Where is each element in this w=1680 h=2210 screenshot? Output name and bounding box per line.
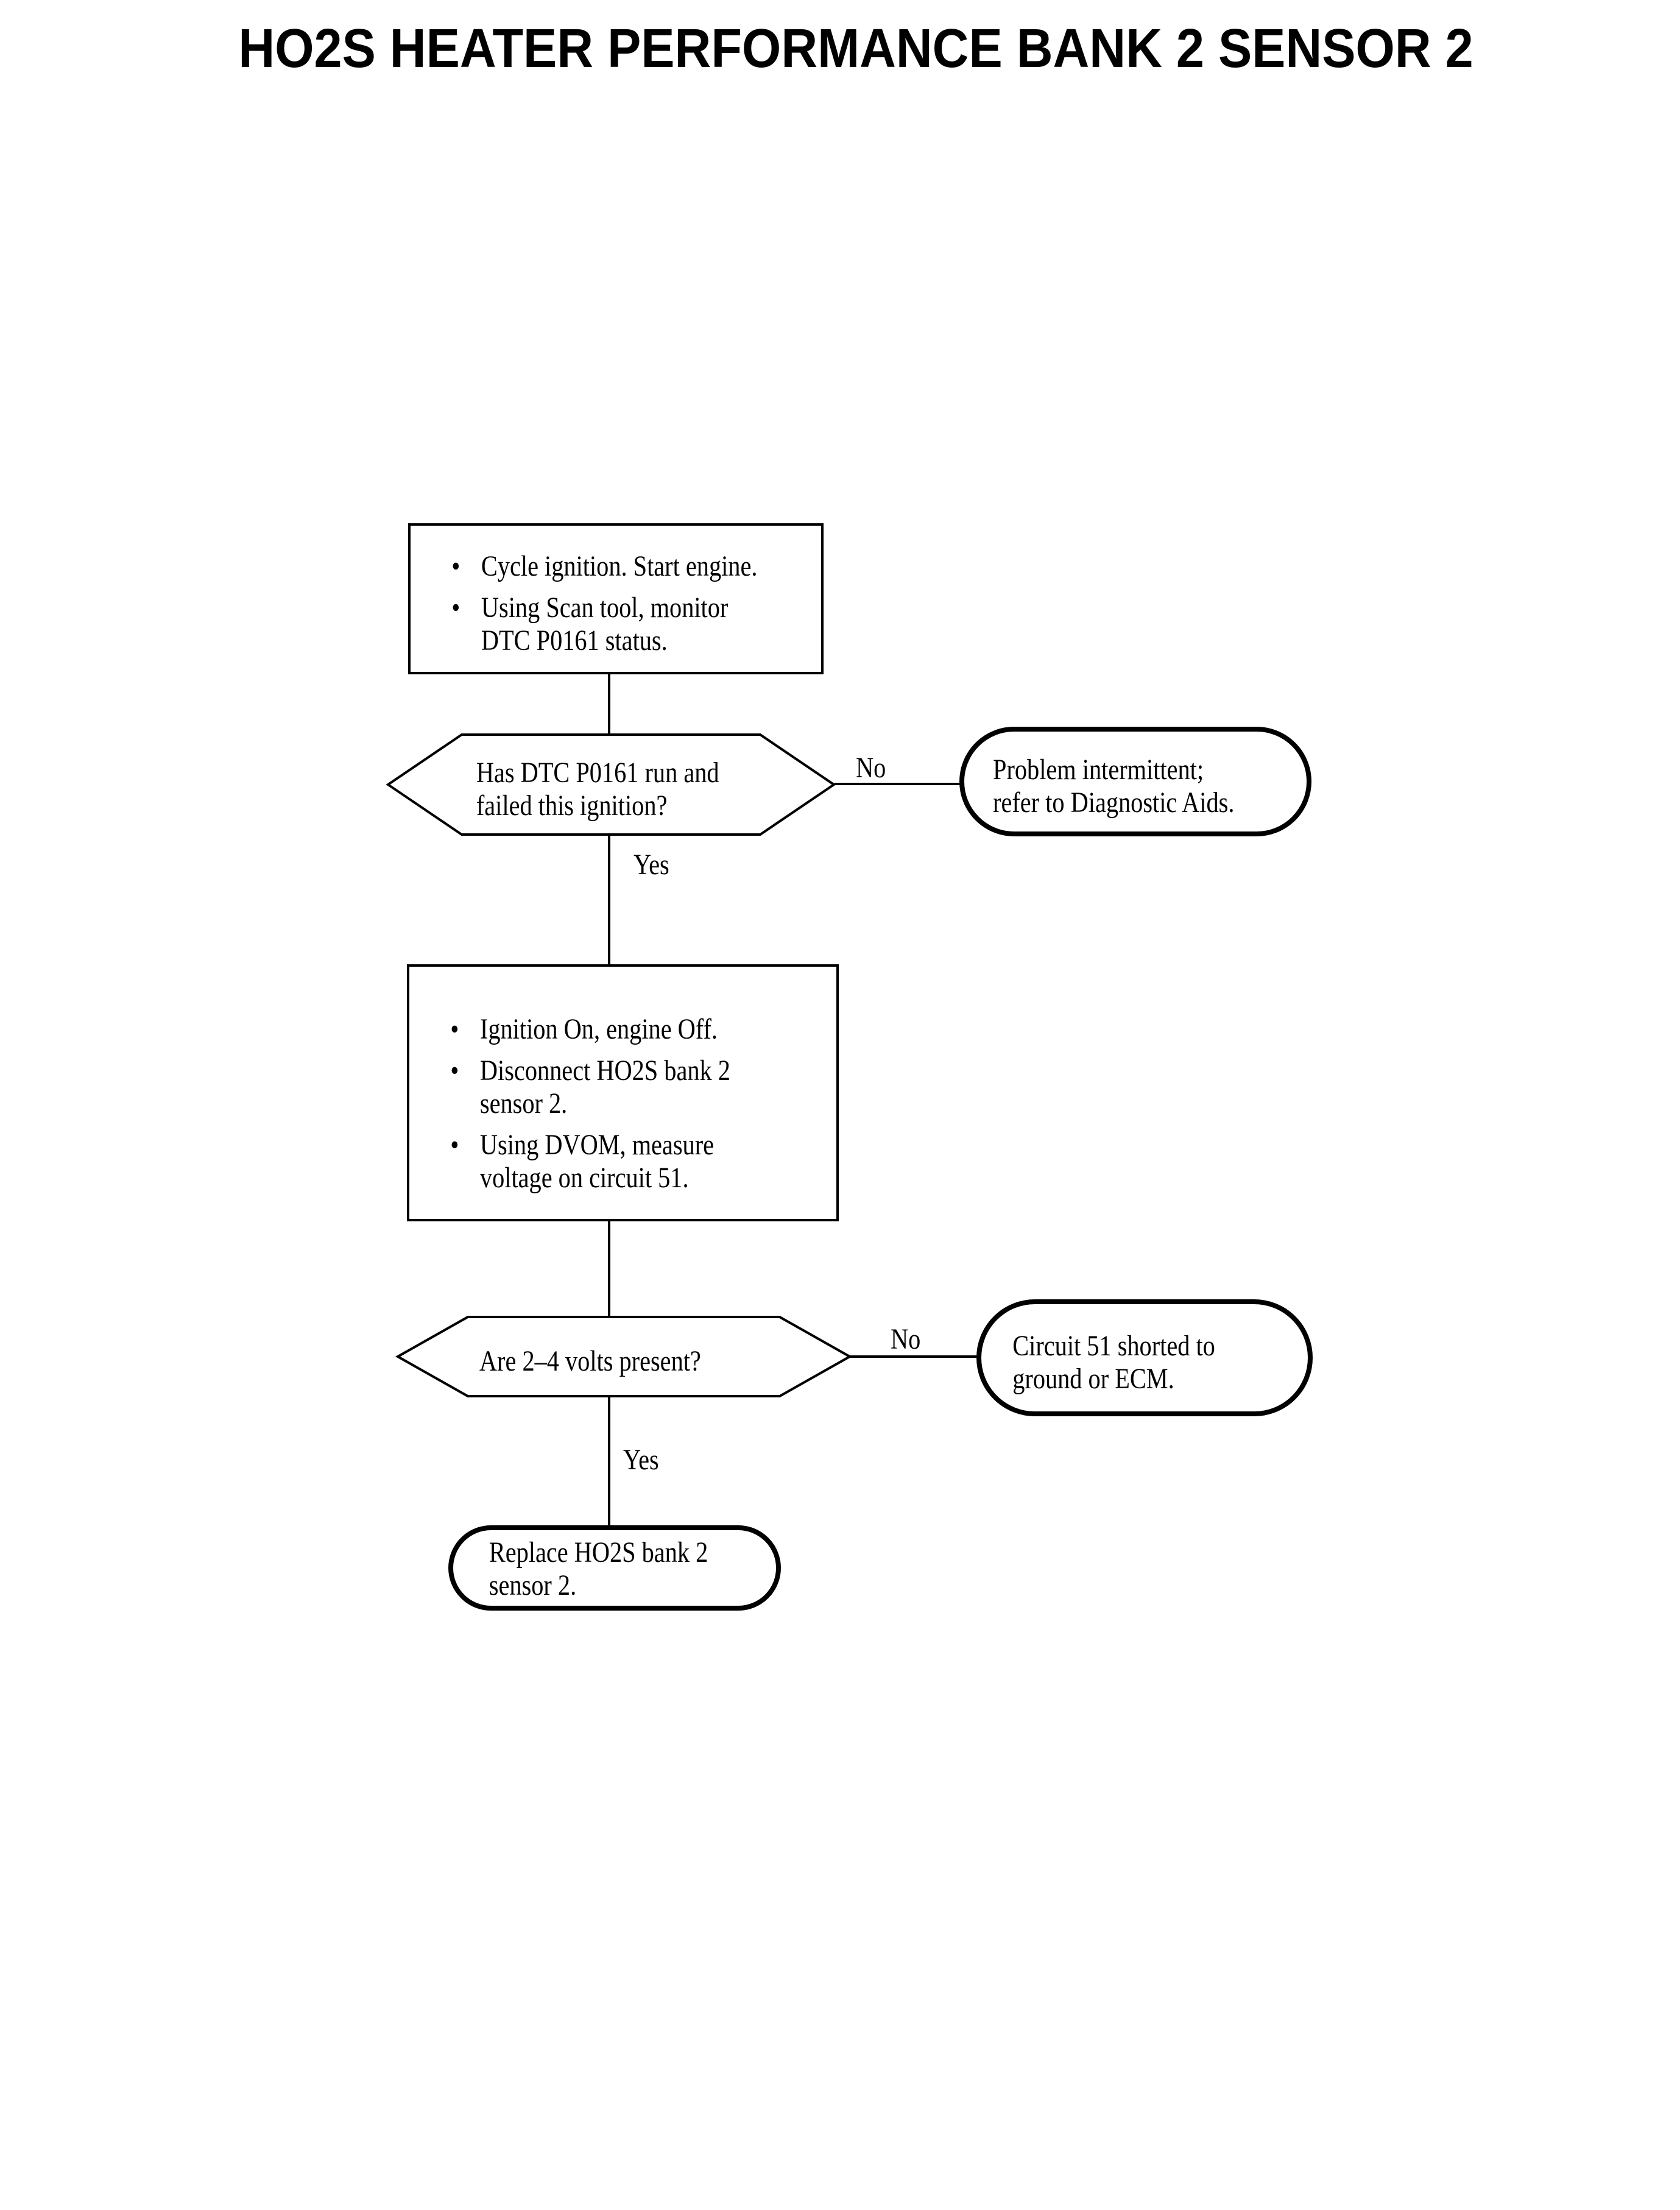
page-title: HO2S HEATER PERFORMANCE BANK 2 SENSOR 2 [238,18,1474,79]
terminator-problem-intermittent: Problem intermittent; refer to Diagnosti… [959,727,1311,836]
bullet-icon: • [450,1013,459,1045]
branch-label-no-2: No [891,1323,921,1355]
terminator-circuit-51-shorted: Circuit 51 shorted to ground or ECM. [976,1299,1313,1416]
process-box-content: • Cycle ignition. Start engine. • Using … [411,550,758,657]
text-line: voltage on circuit 51. [479,1162,689,1194]
text-line: sensor 2. [479,1087,568,1120]
connector-line-vertical [608,1220,610,1316]
text-line: Using Scan tool, monitor [481,591,729,624]
text-line: Using DVOM, measure [479,1129,715,1161]
text-line: Disconnect HO2S bank 2 [479,1054,730,1087]
connector-line-horizontal [835,783,961,785]
connector-line-vertical [608,674,610,734]
bullet-icon: • [450,1129,459,1161]
process-box-measure-voltage: • Ignition On, engine Off. • Disconnect … [407,964,839,1221]
text-line: DTC P0161 status. [481,624,668,657]
text-line: refer to Diagnostic Aids. [993,786,1235,819]
process-box-start-engine: • Cycle ignition. Start engine. • Using … [408,523,824,674]
text-line: Ignition On, engine Off. [479,1013,718,1045]
connector-line-vertical [608,1397,610,1527]
decision-dtc-run-and-failed: Has DTC P0161 run and failed this igniti… [386,733,836,836]
bullet-icon: • [450,1054,459,1087]
decision-volts-present: Are 2–4 volts present? [395,1315,853,1398]
hexagon-shape [386,733,836,836]
text-line: failed this ignition? [476,789,668,822]
text-line: Has DTC P0161 run and [476,757,719,789]
bullet-icon: • [451,591,461,624]
list-item: • Using Scan tool, monitor DTC P0161 sta… [411,591,755,657]
list-item: • Cycle ignition. Start engine. [411,550,758,583]
list-item-text: Using Scan tool, monitor DTC P0161 statu… [481,591,755,657]
branch-label-yes-1: Yes [634,849,669,881]
text-line: sensor 2. [489,1569,577,1601]
decision-text: Are 2–4 volts present? [396,1315,852,1398]
connector-line-vertical [608,835,610,966]
terminator-text: Circuit 51 shorted to ground or ECM. [981,1330,1215,1396]
list-item-text: Cycle ignition. Start engine. [481,550,758,583]
list-item: • Disconnect HO2S bank 2 sensor 2. [409,1054,768,1120]
bullet-icon: • [451,550,461,582]
hexagon-shape [395,1316,853,1397]
list-item: • Using DVOM, measure voltage on circuit… [409,1129,768,1195]
terminator-text: Replace HO2S bank 2 sensor 2. [453,1536,708,1602]
list-item-text: Using DVOM, measure voltage on circuit 5… [480,1129,768,1195]
text-line: Replace HO2S bank 2 [489,1536,708,1569]
list-item-text: Ignition On, engine Off. [480,1013,768,1046]
terminator-text: Problem intermittent; refer to Diagnosti… [964,754,1234,819]
text-line: Circuit 51 shorted to [1012,1330,1215,1362]
text-line: ground or ECM. [1012,1363,1174,1395]
text-line: Are 2–4 volts present? [479,1345,701,1377]
text-line: Problem intermittent; [993,754,1204,786]
branch-label-yes-2: Yes [623,1444,659,1476]
branch-label-no-1: No [856,752,886,784]
connector-line-horizontal [850,1355,978,1358]
list-item: • Ignition On, engine Off. [409,1013,768,1046]
decision-text: Has DTC P0161 run and failed this igniti… [386,733,836,836]
list-item-text: Disconnect HO2S bank 2 sensor 2. [480,1054,768,1120]
process-box-content: • Ignition On, engine Off. • Disconnect … [409,1013,768,1195]
terminator-replace-ho2s-sensor: Replace HO2S bank 2 sensor 2. [448,1525,781,1611]
text-line: Cycle ignition. Start engine. [481,550,758,582]
